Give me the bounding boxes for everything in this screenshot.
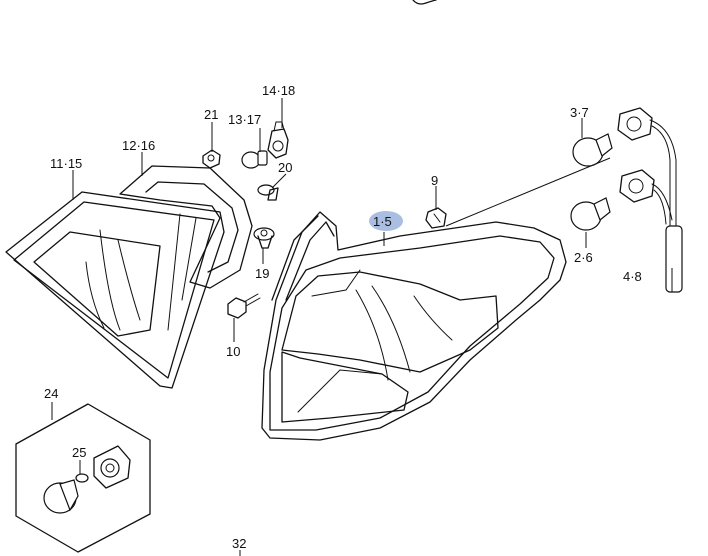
harness-4-8[interactable] [617, 107, 683, 293]
detail-box-24[interactable] [15, 403, 151, 553]
leader-lines [51, 98, 673, 556]
nut-21[interactable] [202, 149, 221, 169]
screw-10[interactable] [227, 293, 261, 319]
callout-4-8[interactable]: 4·8 [623, 269, 642, 284]
callout-1-5[interactable]: 1·5 [373, 214, 392, 229]
grommet-19[interactable] [253, 227, 275, 249]
clip-20[interactable] [257, 184, 279, 201]
callout-13-17[interactable]: 13·17 [228, 112, 261, 127]
callout-2-6[interactable]: 2·6 [574, 250, 593, 265]
gasket[interactable] [119, 165, 253, 289]
clip-9[interactable] [425, 207, 447, 229]
callout-11-15[interactable]: 11·15 [50, 156, 82, 171]
bulb-2-6[interactable] [570, 197, 611, 231]
callout-24[interactable]: 24 [44, 386, 58, 401]
callout-labels: 11·15 12·16 21 13·17 14·18 20 19 10 9 1·… [44, 83, 642, 551]
callout-14-18[interactable]: 14·18 [262, 83, 295, 98]
callout-10[interactable]: 10 [226, 344, 240, 359]
bulb-13-17[interactable] [241, 150, 268, 169]
clipped-top-part [412, 0, 437, 5]
callout-21[interactable]: 21 [204, 107, 218, 122]
callout-12-16[interactable]: 12·16 [122, 138, 155, 153]
callout-20[interactable]: 20 [278, 160, 292, 175]
rear-combination-lamp[interactable] [261, 211, 567, 441]
highlight-marker [369, 211, 403, 231]
callout-9[interactable]: 9 [431, 173, 438, 188]
inner-lamp-left[interactable] [5, 191, 225, 389]
socket-14-18[interactable] [267, 121, 289, 159]
callout-3-7[interactable]: 3·7 [570, 105, 589, 120]
callout-25[interactable]: 25 [72, 445, 86, 460]
callout-32[interactable]: 32 [232, 536, 246, 551]
callout-19[interactable]: 19 [255, 266, 269, 281]
bulb-3-7[interactable] [572, 133, 613, 167]
